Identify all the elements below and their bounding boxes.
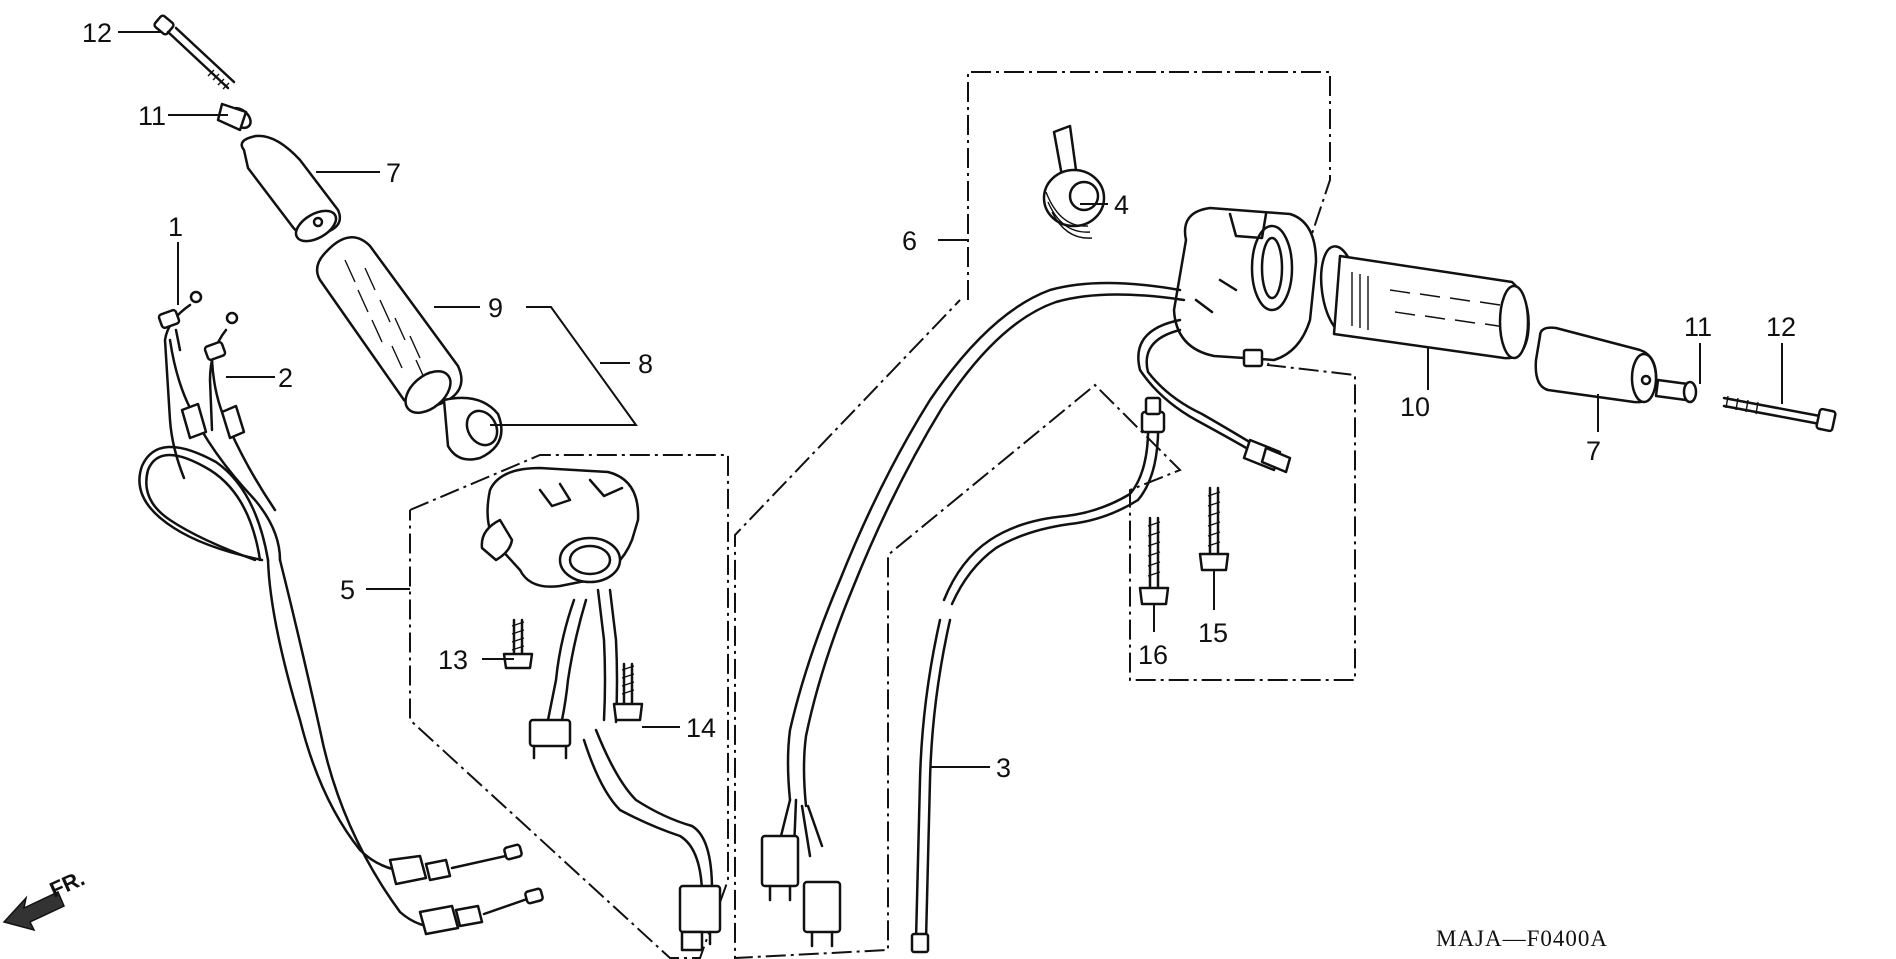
label-11-left: 11 — [138, 101, 166, 131]
label-12-right: 12 — [1766, 312, 1796, 342]
left-switch-housing — [480, 466, 722, 952]
bar-end-weight-right — [1534, 326, 1658, 404]
label-3: 3 — [996, 753, 1011, 783]
bolt-right — [1722, 395, 1837, 433]
screw-15 — [1198, 486, 1230, 572]
label-1: 1 — [168, 212, 183, 242]
label-11-right: 11 — [1684, 312, 1712, 342]
diagram-code: MAJA—F0400A — [1436, 926, 1608, 951]
screw-16 — [1138, 516, 1170, 606]
switch-cable — [910, 396, 1166, 954]
grip-left — [315, 236, 503, 461]
label-6: 6 — [902, 226, 917, 256]
label-2: 2 — [278, 363, 293, 393]
screw-13 — [502, 618, 534, 670]
label-15: 15 — [1198, 618, 1228, 648]
screw-14 — [612, 662, 644, 722]
label-7-left: 7 — [386, 158, 401, 188]
front-direction-arrow-icon — [2, 890, 65, 932]
bar-end-weight-left — [240, 134, 342, 243]
label-5: 5 — [340, 575, 355, 605]
label-10: 10 — [1400, 392, 1430, 422]
weight-collar-left — [216, 102, 252, 132]
label-7-right: 7 — [1586, 436, 1601, 466]
bolt-left — [153, 14, 236, 90]
weight-collar-right — [1654, 378, 1698, 404]
label-9: 9 — [488, 293, 503, 323]
throttle-cables — [138, 290, 544, 936]
label-8: 8 — [638, 349, 653, 379]
label-12-left: 12 — [82, 18, 112, 48]
label-14: 14 — [686, 713, 716, 743]
right-switch-housing — [1172, 206, 1318, 368]
label-16: 16 — [1138, 640, 1168, 670]
grip-right — [1319, 245, 1530, 360]
group-box-right-switch — [734, 71, 1356, 959]
label-13: 13 — [438, 645, 468, 675]
throttle-pulley — [1042, 124, 1106, 239]
label-4: 4 — [1114, 190, 1129, 220]
right-switch-harness — [760, 281, 1292, 948]
